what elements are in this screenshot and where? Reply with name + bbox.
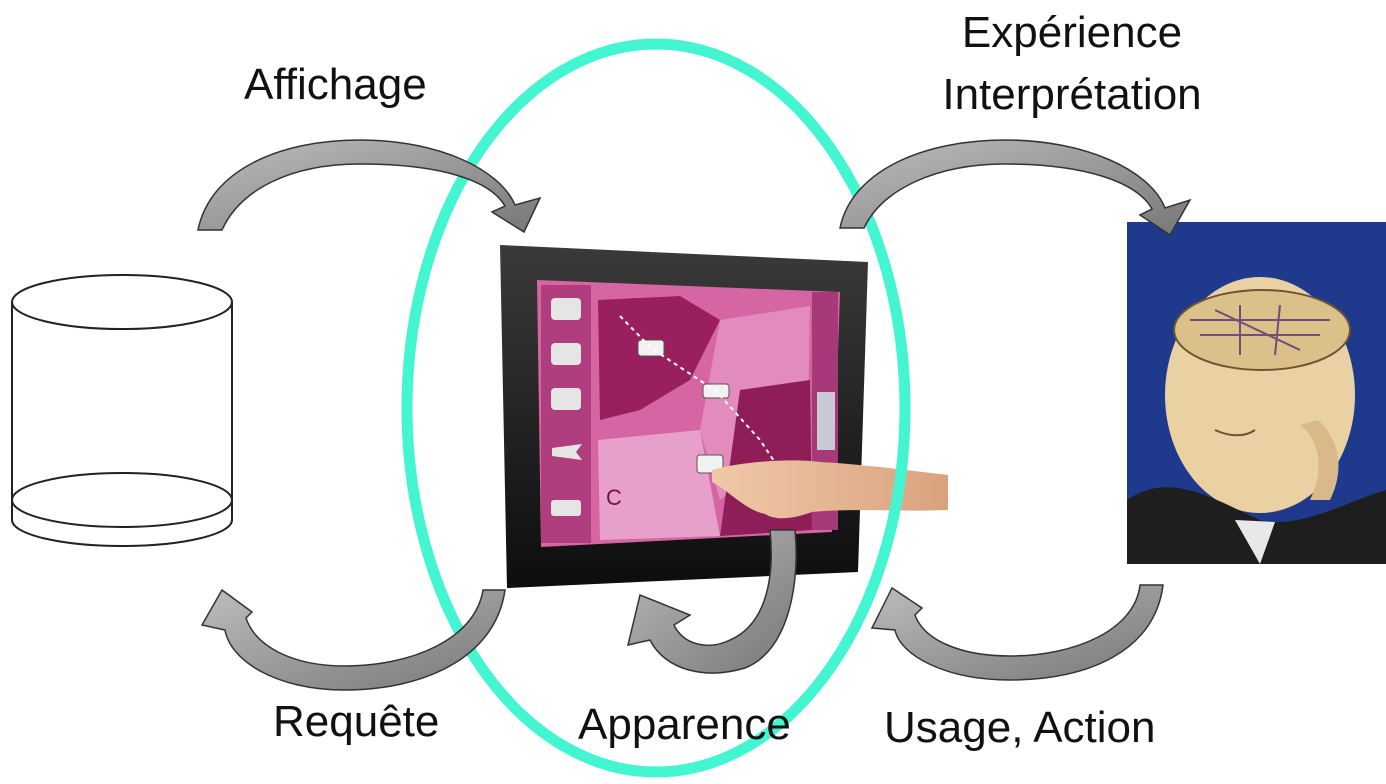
database-cylinder [11,274,233,547]
label-affichage: Affichage [244,60,427,109]
touchscreen-map-display: C [500,245,948,588]
label-interpretation: Interprétation [942,70,1202,119]
arrow-requete [200,588,506,691]
svg-text:C: C [606,485,622,510]
focus-ellipse [401,38,911,778]
label-apparence: Apparence [578,700,791,749]
arrow-affichage [197,139,542,234]
label-usage-action: Usage, Action [884,703,1156,752]
arrow-apparence [626,529,797,674]
truck-icon [551,298,581,320]
airplane-icon [552,444,582,460]
boat-icon [551,500,581,516]
label-requete: Requête [273,697,440,746]
bus-icon [551,388,581,410]
arrow-usage [870,584,1164,681]
car-icon [551,343,581,365]
arrow-experience [839,139,1192,237]
thinking-user-portrait [1127,222,1386,564]
label-experience: Expérience [961,8,1183,57]
